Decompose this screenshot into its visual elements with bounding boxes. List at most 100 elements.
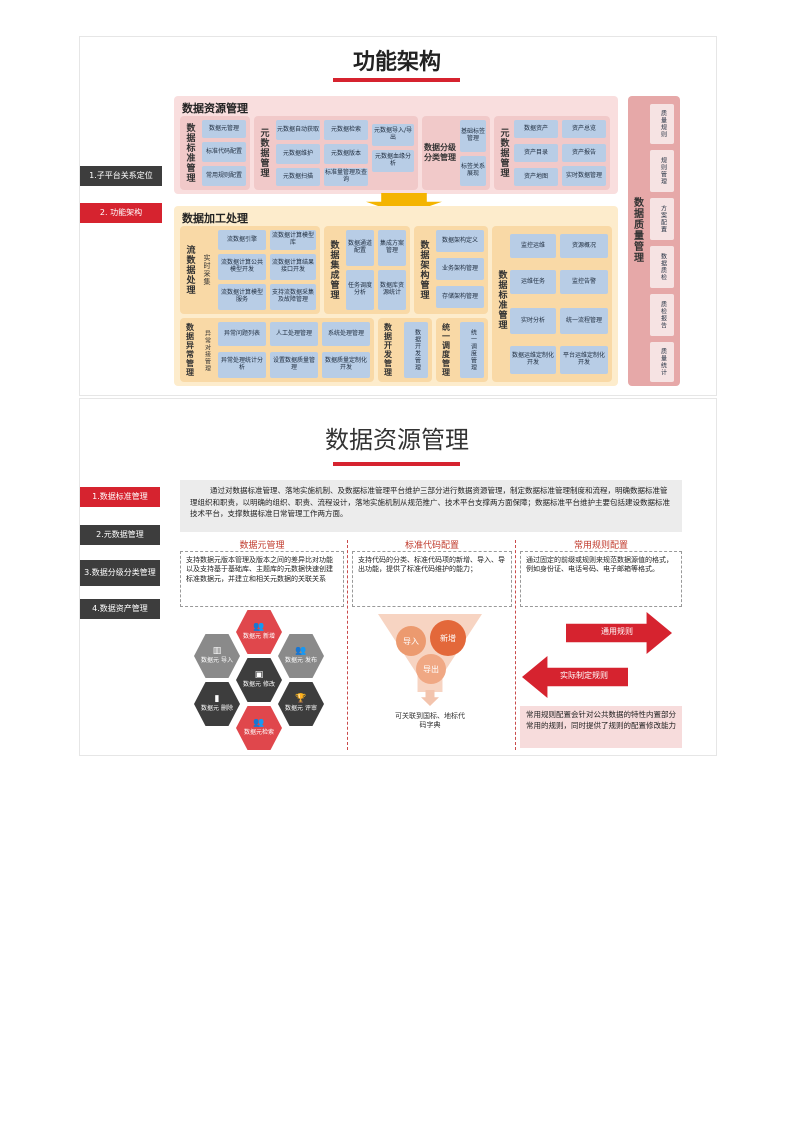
- col1-text: 支持数据元版本管理及版本之间的差异比对功能以及支持基于基础库、主题库的元数据快速…: [180, 551, 344, 607]
- col1-heading: 数据元管理: [239, 541, 285, 551]
- quality-label: 数据质量管理: [631, 197, 643, 263]
- quality-item-1[interactable]: 规则管理: [650, 150, 674, 192]
- arch-label: 数据架构管理: [418, 240, 429, 300]
- normal-item-0[interactable]: 监控运维: [510, 234, 556, 258]
- stream-item-3[interactable]: 流数据计算结果接口开发: [270, 254, 316, 280]
- processing-heading: 数据加工处理: [182, 212, 248, 225]
- arch-item-0[interactable]: 数据架构定义: [436, 230, 484, 252]
- tab-classification[interactable]: 3.数据分级分类管理: [80, 560, 160, 586]
- arrow-general-label: 通用规则: [601, 627, 633, 636]
- stream-item-5[interactable]: 支持流数据采集及故障管理: [270, 284, 316, 310]
- quality-item-3[interactable]: 数据质检: [650, 246, 674, 288]
- abn-item-1[interactable]: 人工处理管理: [270, 322, 318, 346]
- quality-item-5[interactable]: 质量统计: [650, 342, 674, 382]
- std-label: 数据标准管理: [184, 123, 195, 183]
- asset-label: 元数据管理: [498, 128, 509, 178]
- abn-item-3[interactable]: 异常处理统计分析: [218, 352, 266, 378]
- normal-item-6[interactable]: 数据运维定制化开发: [510, 346, 556, 374]
- normal-item-1[interactable]: 资源概况: [560, 234, 608, 258]
- abn-item-2[interactable]: 系统处理管理: [322, 322, 370, 346]
- stream-item-4[interactable]: 流数据计算模型服务: [218, 284, 266, 310]
- hex-1-label: 数据元 导入: [201, 657, 233, 665]
- integ-item-1[interactable]: 集成方案管理: [378, 230, 406, 266]
- meta-item-0[interactable]: 元数据自动获取: [276, 120, 320, 140]
- meta-item-2[interactable]: 元数据导入/导出: [372, 124, 414, 146]
- stream-sub: 实时采集: [203, 254, 211, 286]
- stream-item-2[interactable]: 流数据计算公共模型开发: [218, 254, 266, 280]
- meta-label: 元数据管理: [258, 128, 269, 178]
- tab-function-architecture[interactable]: 2. 功能架构: [80, 203, 162, 223]
- abn-item-5[interactable]: 数据质量定制化开发: [322, 352, 370, 378]
- divider-1: [347, 540, 348, 750]
- std-item-0[interactable]: 数据元管理: [202, 120, 246, 138]
- tab-metadata[interactable]: 2.元数据管理: [80, 525, 160, 545]
- hex-2-label: 数据元 发布: [285, 657, 317, 665]
- users-icon: 👥: [295, 646, 307, 657]
- tab-data-standard[interactable]: 1.数据标准管理: [80, 487, 160, 507]
- abn-item-0[interactable]: 异常问题列表: [218, 322, 266, 346]
- meta-item-1[interactable]: 元数据检索: [324, 120, 368, 140]
- cls-item-1[interactable]: 标签关系展现: [460, 156, 486, 186]
- meta-item-5[interactable]: 元数据血缘分析: [372, 150, 414, 172]
- quality-item-0[interactable]: 质量规则: [650, 104, 674, 144]
- integ-item-3[interactable]: 数据库资源统计: [378, 270, 406, 310]
- normal-item-2[interactable]: 运维任务: [510, 270, 556, 294]
- integ-item-2[interactable]: 任务调度分析: [346, 270, 374, 310]
- cls-item-0[interactable]: 基础标签管理: [460, 120, 486, 152]
- sched-sub[interactable]: 统一调度管理: [460, 322, 484, 378]
- asset-item-2[interactable]: 资产目录: [514, 144, 558, 162]
- stream-label: 流数据处理: [184, 245, 195, 295]
- funnel-export[interactable]: 导出: [416, 654, 446, 684]
- col2-text: 支持代码的分类、标准代码项的新增、导入、导出功能，提供了标准代码维护的能力；: [352, 551, 512, 607]
- asset-item-0[interactable]: 数据资产: [514, 120, 558, 138]
- col3-text: 通过固定的前缀或规则来规范数据源值的格式，例如身份证、电话号码、电子邮箱等格式。: [520, 551, 682, 607]
- stream-item-0[interactable]: 流数据引擎: [218, 230, 266, 250]
- std-item-1[interactable]: 标准代码配置: [202, 142, 246, 162]
- col3-foot: 常用规则配置会针对公共数据的特性内置部分常用的规则，同时提供了规则的配置修改能力: [520, 706, 682, 748]
- asset-item-4[interactable]: 资产地图: [514, 168, 558, 186]
- meta-item-6[interactable]: 元数据扫描: [276, 168, 320, 186]
- normal-item-5[interactable]: 统一流程管理: [560, 308, 608, 334]
- classification-label: 数据分级分类管理: [424, 143, 456, 162]
- trophy-icon: 🏆: [295, 694, 307, 705]
- resource-panel: [79, 398, 717, 756]
- dev-label: 数据开发管理: [383, 323, 393, 377]
- asset-item-3[interactable]: 资产报告: [562, 144, 606, 162]
- integ-item-0[interactable]: 数据通道配置: [346, 230, 374, 266]
- resource-title: 数据资源管理: [325, 426, 469, 454]
- normal-item-4[interactable]: 实时分析: [510, 308, 556, 334]
- abn-item-4[interactable]: 设置数据质量管理: [270, 352, 318, 378]
- sched-label: 统一调度管理: [441, 323, 451, 377]
- meta-item-7[interactable]: 标准量管理及查询: [324, 168, 368, 186]
- hex-6-label: 数据元检索: [243, 729, 274, 737]
- normal-item-3[interactable]: 监控告警: [560, 270, 608, 294]
- arch-item-2[interactable]: 存储架构管理: [436, 286, 484, 308]
- hex-5-label: 数据元 评审: [285, 705, 317, 713]
- title-underline: [333, 78, 460, 82]
- asset-item-5[interactable]: 实时数据管理: [562, 166, 606, 186]
- book-icon: ▥: [212, 646, 222, 657]
- hex-0-label: 数据元 新增: [243, 633, 275, 641]
- abnormal-sub: 异常对接管理: [203, 330, 211, 372]
- meta-item-4[interactable]: 元数据版本: [324, 144, 368, 164]
- funnel-import[interactable]: 导入: [396, 626, 426, 656]
- dev-sub[interactable]: 数据开发管理: [404, 322, 428, 378]
- meta-item-3[interactable]: 元数据维护: [276, 144, 320, 164]
- tab-platform-relation[interactable]: 1.子平台关系定位: [80, 166, 162, 186]
- quality-item-2[interactable]: 方案配置: [650, 198, 674, 240]
- arrow-actual-label: 实际制定规则: [560, 671, 608, 680]
- normal-item-7[interactable]: 平台运维定制化开发: [560, 346, 608, 374]
- resource-underline: [333, 462, 460, 466]
- col3-heading: 常用规则配置: [573, 541, 628, 551]
- col2-heading: 标准代码配置: [404, 541, 459, 551]
- stream-item-1[interactable]: 流数据计算模型库: [270, 230, 316, 250]
- tab-assets[interactable]: 4.数据资产管理: [80, 599, 160, 619]
- asset-item-1[interactable]: 资产总览: [562, 120, 606, 138]
- arch-item-1[interactable]: 业务架构管理: [436, 258, 484, 280]
- quality-item-4[interactable]: 质检报告: [650, 294, 674, 336]
- funnel-new[interactable]: 新增: [430, 620, 466, 656]
- divider-2: [515, 540, 516, 750]
- std-item-2[interactable]: 常用规则配置: [202, 166, 246, 186]
- quality-group: [628, 96, 680, 386]
- intro-text: 通过对数据标准管理、落地实施机制、及数据标准管理平台维护三部分进行数据资源管理，…: [180, 480, 682, 532]
